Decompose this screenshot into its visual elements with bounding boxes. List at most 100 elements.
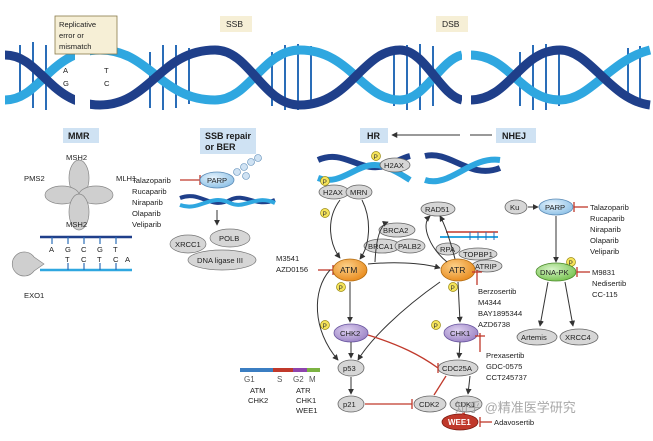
- nhej-drug-1: Talazoparib: [590, 203, 629, 212]
- ber-drug-3: Niraparib: [132, 198, 163, 207]
- ber-header-1: SSB repair: [205, 131, 252, 141]
- replicative-line-1: Replicative: [59, 20, 96, 29]
- wee1-drug: Adavosertib: [494, 418, 534, 427]
- mmr-bottom-base-5: A: [125, 255, 131, 264]
- mmr-header-box: [63, 128, 99, 143]
- nhej-drug-2: Rucaparib: [590, 214, 625, 223]
- dna-base-right-2: C: [104, 79, 110, 88]
- nhej-header-box: [496, 128, 536, 143]
- p-h2ax-top: P: [374, 154, 378, 161]
- xrcc4-label: XRCC4: [565, 333, 591, 342]
- mmr-header: MMR: [68, 131, 90, 141]
- nhej-drug-5: Veliparib: [590, 247, 619, 256]
- hr-header-box: [360, 128, 388, 143]
- cdk1-node: [449, 395, 483, 413]
- ber-parp-label: PARP: [207, 176, 227, 185]
- phase-g2-bar: [293, 368, 307, 372]
- artemis-label: Artemis: [521, 333, 547, 342]
- dsb-label-box: [436, 16, 468, 32]
- mlh1-label: MLH1: [116, 174, 136, 183]
- hr-panel: P H2AX H2AX P MRN RAD51 BRCA2 BRCA1 PALB…: [276, 151, 534, 431]
- rpa-label: RPA: [440, 245, 456, 254]
- brca2-label: BRCA2: [383, 226, 408, 235]
- mmr-top-base-4: G: [97, 245, 103, 254]
- chk1-drug-2: GDC-0575: [486, 362, 522, 371]
- mmr-top-base-3: C: [81, 245, 87, 254]
- hr-header: HR: [367, 131, 380, 141]
- topbp1-node: [458, 247, 498, 261]
- atr-label: ATR: [449, 265, 465, 275]
- artemis-node: [516, 328, 558, 346]
- pms2-label: PMS2: [24, 174, 45, 183]
- phase-s-label: S: [277, 375, 282, 384]
- xrcc1-label: XRCC1: [175, 240, 201, 249]
- mmr-top-base-5: T: [113, 245, 118, 254]
- phase-g1-bar: [240, 368, 273, 372]
- atr-drug-2: M4344: [478, 298, 501, 307]
- g2-kinase-2: CHK1: [296, 396, 316, 405]
- mmr-bottom-base-4: C: [113, 255, 119, 264]
- phase-g1-label: G1: [244, 375, 255, 384]
- nhej-panel: Ku PARP Talazoparib Rucaparib Niraparib …: [504, 198, 629, 346]
- rpa-node: [435, 242, 461, 256]
- chk1-node: [443, 323, 479, 343]
- atr-node: [440, 258, 476, 282]
- dnapk-label: DNA-PK: [540, 268, 569, 277]
- ber-parp-node: [199, 171, 235, 189]
- chk1-drug-1: Prexasertib: [486, 351, 524, 360]
- cdc25a-label: CDC25A: [442, 364, 473, 373]
- dna-base-right-1: T: [104, 66, 109, 75]
- ber-header-2: or BER: [205, 142, 236, 152]
- dnapk-drug-2: Nedisertib: [592, 279, 626, 288]
- ber-drug-4: Olaparib: [132, 209, 161, 218]
- ligase-label: DNA ligase III: [197, 256, 243, 265]
- mmr-panel: MSH2 PMS2 MLH1 MSH2 A G C G T T C T C A …: [11, 153, 136, 300]
- cdk1-label: CDK1: [455, 400, 475, 409]
- wee1-node: [441, 413, 479, 431]
- nhej-parp-label: PARP: [545, 203, 565, 212]
- phase-m-bar: [307, 368, 320, 372]
- msh2-top-label: MSH2: [66, 153, 87, 162]
- dna-base-left-2: G: [63, 79, 69, 88]
- ber-header-box: [200, 128, 256, 154]
- g1-kinase-1: ATM: [250, 386, 265, 395]
- exo1-label: EXO1: [24, 291, 44, 300]
- p21-label: p21: [343, 400, 356, 409]
- phase-s-bar: [273, 368, 293, 372]
- mmr-bottom-base-2: C: [81, 255, 87, 264]
- atr-drug-1: Berzosertib: [478, 287, 516, 296]
- replicative-line-3: mismatch: [59, 42, 92, 51]
- msh2-bottom-label: MSH2: [66, 220, 87, 229]
- phase-m-label: M: [309, 375, 316, 384]
- mmr-top-base-2: G: [65, 245, 71, 254]
- xrcc4-node: [559, 328, 599, 346]
- atr-drug-3: BAY1895344: [478, 309, 522, 318]
- dna-base-left-1: A: [63, 66, 69, 75]
- p-chk2: P: [323, 323, 327, 330]
- atm-node: [332, 258, 368, 282]
- dsb-label: DSB: [442, 19, 460, 29]
- ber-drug-1: Talazoparib: [132, 176, 171, 185]
- p53-node: [337, 359, 365, 377]
- dnapk-drug-3: CC-115: [592, 290, 618, 299]
- cdk2-node: [413, 395, 447, 413]
- p-dnapk: P: [569, 260, 573, 267]
- msh2-bottom-shape: [68, 193, 90, 231]
- ber-panel: Talazoparib Rucaparib Niraparib Olaparib…: [132, 154, 276, 271]
- g1-kinase-2: CHK2: [248, 396, 268, 405]
- mmr-top-base-1: A: [49, 245, 55, 254]
- exo1-shape: [11, 251, 45, 277]
- rad51-node: [420, 201, 456, 217]
- rad51-label: RAD51: [425, 205, 449, 214]
- dnapk-node: [535, 262, 577, 282]
- watermark: 知乎 @精准医学研究: [455, 400, 576, 415]
- wee1-label: WEE1: [448, 418, 471, 427]
- xrcc1-node: [169, 234, 207, 254]
- topbp1-label: TOPBP1: [463, 250, 493, 259]
- nhej-drug-3: Niraparib: [590, 225, 621, 234]
- mmr-bottom-base-3: T: [97, 255, 102, 264]
- h2ax-label: H2AX: [323, 188, 343, 197]
- atr-drug-4: AZD6738: [478, 320, 510, 329]
- g2-kinase-1: ATR: [296, 386, 311, 395]
